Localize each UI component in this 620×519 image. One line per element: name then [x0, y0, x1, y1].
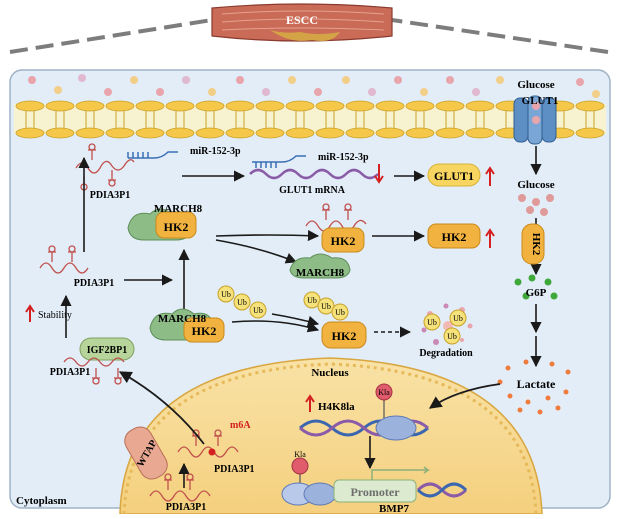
- kla-bottom-label: Kla: [294, 450, 306, 459]
- extracellular-glucose: [28, 74, 600, 98]
- arrow-to-hk2-ub: [231, 320, 320, 333]
- hk2-complex-label: HK2: [164, 220, 189, 234]
- arrow-lactate-to-nucleus: [428, 383, 501, 409]
- promoter-label: Promoter: [350, 485, 400, 499]
- hk2-vertical-label: HK2: [530, 233, 542, 256]
- march8-complex-label: MARCH8: [154, 203, 203, 215]
- arrow-ub-join: [271, 313, 320, 327]
- ub-label: Ub: [321, 302, 331, 311]
- hk2-center-shape: [321, 321, 367, 349]
- ub-cluster-left: [217, 285, 267, 319]
- glut1-transporter: [513, 95, 557, 145]
- hk2-up-label: HK2: [442, 230, 467, 244]
- promoter-box: [333, 479, 417, 503]
- igf2bp1-shape: [79, 337, 135, 361]
- mirna-mrna-label: miR-152-3p: [318, 152, 369, 163]
- march8-hk2-complex: [127, 208, 197, 241]
- pdia3p1-rna-mid: [305, 203, 367, 232]
- nucleosome-pair: [281, 482, 337, 506]
- glucose-intracellular-label: Glucose: [517, 179, 554, 191]
- arrow-m6a-to-igf2bp1: [118, 371, 205, 445]
- ub-label: Ub: [221, 290, 231, 299]
- mirna-top-label: miR-152-3p: [190, 146, 241, 157]
- bmp7-label: BMP7: [379, 503, 409, 514]
- glut1-protein-label: GLUT1: [434, 169, 474, 183]
- zoom-line-left: [9, 18, 213, 54]
- wtap-shape: [124, 426, 168, 480]
- up-arrow-icon: [25, 304, 35, 322]
- hk2-vertical-shape: [521, 223, 545, 265]
- ub-label: Ub: [253, 306, 263, 315]
- degradation-label: Degradation: [419, 348, 473, 359]
- march8-free-shape: [289, 253, 351, 279]
- arrow-complex-to-hk2: [215, 229, 320, 242]
- m6a-label: m6A: [230, 420, 251, 431]
- ub-cluster-center: [303, 291, 349, 321]
- glucose-dots: [518, 194, 554, 216]
- ub-label: Ub: [447, 332, 457, 341]
- ub-label: Ub: [453, 314, 463, 323]
- degradation-cluster: [421, 303, 473, 345]
- pdia3p1-rna-left: [39, 245, 89, 274]
- nucleus-label: Nucleus: [311, 367, 349, 379]
- kla-marker-top: [375, 383, 393, 424]
- escc-tissue-icon: ESCC: [211, 3, 393, 42]
- pdia3p1-left-label: PDIA3P1: [50, 367, 91, 378]
- ub-label: Ub: [335, 308, 345, 317]
- escc-label: ESCC: [286, 13, 318, 27]
- arrow-complex-to-march8: [215, 239, 298, 264]
- up-arrow-icon: [485, 228, 495, 248]
- m6a-mark: [208, 448, 216, 456]
- ub-label: Ub: [307, 296, 317, 305]
- cytoplasm-label: Cytoplasm: [16, 495, 67, 507]
- stability-label: Stability: [38, 310, 72, 321]
- march8-ub-label: MARCH8: [158, 313, 207, 325]
- up-arrow-icon: [305, 394, 315, 412]
- glut1-protein-box: [427, 163, 481, 187]
- g6p-dots: [514, 274, 558, 300]
- promoter-arrow: [371, 466, 431, 480]
- pdia3p1-bottom-label: PDIA3P1: [166, 502, 207, 513]
- lactate-dots: [497, 359, 571, 415]
- glut1-transporter-label: GLUT1: [522, 95, 559, 107]
- chromatin-strand: [299, 415, 429, 441]
- cell-membrane: [14, 100, 606, 139]
- up-arrow-icon: [485, 166, 495, 186]
- pdia3p1-rna-bottom: [149, 473, 211, 502]
- glucose-extracellular-label: Glucose: [517, 79, 554, 91]
- pdia3p1-mid-label: PDIA3P1: [74, 278, 115, 289]
- hk2-up-box: [427, 223, 481, 249]
- igf2bp1-label: IGF2BP1: [87, 345, 128, 356]
- bmp7-gene: [416, 482, 468, 498]
- down-arrow-icon: [374, 164, 384, 184]
- hk2-ub-label: HK2: [192, 324, 217, 338]
- hk2-free-label: HK2: [331, 234, 356, 248]
- zoom-line-right: [391, 18, 609, 54]
- glut1-mrna: [249, 155, 379, 180]
- mirna-top: [127, 151, 178, 159]
- hk2-center-label: HK2: [332, 329, 357, 343]
- hk2-free-shape: [321, 227, 365, 253]
- h4k8la-label: H4K8la: [318, 401, 355, 413]
- pdia3p1-rna-m6a: [177, 429, 239, 458]
- glut1-mrna-label: GLUT1 mRNA: [279, 185, 346, 196]
- lactate-label: Lactate: [517, 377, 556, 391]
- ub-label: Ub: [427, 318, 437, 327]
- pdia3p1-top-label: PDIA3P1: [90, 190, 131, 201]
- g6p-label: G6P: [526, 287, 547, 299]
- march8-free-label: MARCH8: [296, 267, 345, 279]
- march8-hk2-ub-complex: [149, 308, 225, 343]
- pdia3p1-m6a-label: PDIA3P1: [214, 464, 255, 475]
- ub-label: Ub: [237, 298, 247, 307]
- kla-top-label: Kla: [378, 388, 390, 397]
